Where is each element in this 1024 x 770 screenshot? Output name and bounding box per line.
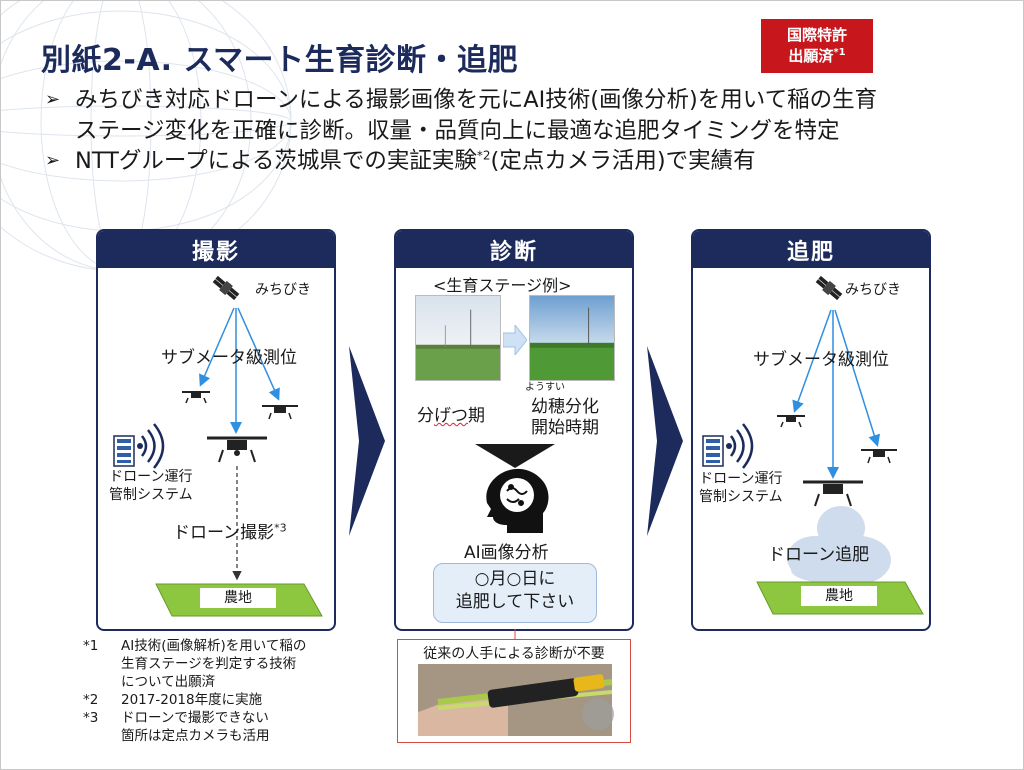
capture-positioning-label: サブメータ級測位 bbox=[161, 348, 297, 368]
no-manual-diagnosis-label: 従来の人手による診断が不要 bbox=[423, 646, 605, 662]
patent-badge-line1: 国際特許 bbox=[786, 26, 847, 44]
bullet-1-line-1: みちびき対応ドローンによる撮影画像を元にAI技術(画像分析)を用いて稲の生育 bbox=[75, 87, 878, 113]
bullet-2-text: NTTグループによる茨城県での実証実験*2(定点カメラ活用)で実績有 bbox=[75, 148, 756, 175]
signal-icon bbox=[140, 423, 165, 469]
footnote-2: *2 2017-2018年度に実施 bbox=[83, 691, 263, 708]
drone-icon bbox=[182, 391, 210, 404]
bullet-1-line-2: ステージ変化を正確に診断。収量・品質向上に最適な追肥タイミングを特定 bbox=[75, 117, 840, 144]
manual-inspection-photo bbox=[418, 664, 614, 736]
server-icon bbox=[113, 435, 135, 467]
bullet-item-2: ➢ NTTグループによる茨城県での実証実験*2(定点カメラ活用)で実績有 bbox=[45, 146, 1005, 177]
fertilize-satellite-label: みちびき bbox=[845, 282, 901, 298]
capture-drone-shot-label: ドローン撮影*3 bbox=[173, 521, 287, 543]
drone-icon bbox=[803, 480, 863, 507]
process-arrow-icon bbox=[647, 346, 683, 536]
ai-head-icon bbox=[486, 468, 549, 533]
patent-badge-line2: 出願済*1 bbox=[788, 46, 846, 65]
footnotes: *1 AI技術(画像解析)を用いて稲の生育ステージを判定する技術について出願済 … bbox=[83, 638, 306, 746]
field-graphic bbox=[756, 581, 924, 615]
capture-diagram bbox=[113, 275, 323, 617]
satellite-icon bbox=[212, 275, 240, 301]
footnote-1: *1 AI技術(画像解析)を用いて稲の生育ステージを判定する技術について出願済 bbox=[83, 638, 307, 690]
fertilize-system-label: ドローン運行管制システム bbox=[699, 471, 783, 505]
stage-arrow-icon bbox=[503, 325, 527, 355]
rice-field-photo-panicle bbox=[529, 295, 615, 381]
signal-icon bbox=[729, 423, 754, 469]
stage-example-title: <生育ステージ例> bbox=[433, 276, 572, 295]
capture-system-label: ドローン運行管制システム bbox=[109, 469, 193, 503]
ai-analysis-label: AI画像分析 bbox=[464, 543, 549, 563]
panel-diagnosis-header: 診断 bbox=[396, 231, 632, 268]
rice-field-photo-tillering bbox=[415, 295, 501, 381]
process-arrow-icon bbox=[349, 346, 385, 536]
down-arrow-icon bbox=[475, 444, 555, 468]
no-manual-diagnosis-box: 従来の人手による診断が不要 bbox=[397, 639, 631, 743]
fertilize-field-label: 農地 bbox=[825, 588, 853, 604]
fertilize-advice-callout: ○月○日に追肥して下さい bbox=[433, 563, 597, 623]
stage-tillering-label: 分げつ期 bbox=[417, 406, 485, 426]
stage-panicle-label: 幼穂分化開始時期 bbox=[531, 397, 599, 439]
drone-icon bbox=[777, 415, 805, 428]
panel-capture: 撮影 bbox=[96, 229, 336, 631]
panel-capture-header: 撮影 bbox=[98, 231, 334, 268]
spray-cloud bbox=[787, 506, 891, 584]
satellite-icon bbox=[815, 275, 843, 301]
bullet-item-1: ➢ みちびき対応ドローンによる撮影画像を元にAI技術(画像分析)を用いて稲の生育… bbox=[45, 85, 1005, 146]
fertilize-diagram bbox=[702, 275, 924, 615]
footnote-3: *3 ドローンで撮影できない箇所は定点カメラも活用 bbox=[83, 709, 270, 744]
drone-icon bbox=[207, 436, 267, 463]
panel-fertilize-header: 追肥 bbox=[693, 231, 929, 268]
patent-badge: 国際特許 出願済*1 bbox=[761, 19, 873, 73]
drone-icon bbox=[262, 405, 298, 420]
panel-fertilize: 追肥 bbox=[691, 229, 931, 631]
field-graphic bbox=[155, 583, 323, 617]
stage-panicle-ruby: ようすい bbox=[525, 382, 565, 393]
fertilize-drone-label: ドローン追肥 bbox=[768, 545, 870, 565]
bullet-list: ➢ みちびき対応ドローンによる撮影画像を元にAI技術(画像分析)を用いて稲の生育… bbox=[45, 85, 1005, 177]
page-title: 別紙2-A. スマート生育診断・追肥 bbox=[41, 43, 519, 78]
capture-field-label: 農地 bbox=[224, 590, 252, 606]
server-icon bbox=[702, 435, 724, 467]
capture-satellite-label: みちびき bbox=[255, 282, 311, 298]
bullet-arrow-icon: ➢ bbox=[45, 89, 61, 110]
drone-icon bbox=[861, 449, 897, 464]
fertilize-positioning-label: サブメータ級測位 bbox=[753, 350, 889, 370]
bullet-arrow-icon: ➢ bbox=[45, 150, 61, 172]
